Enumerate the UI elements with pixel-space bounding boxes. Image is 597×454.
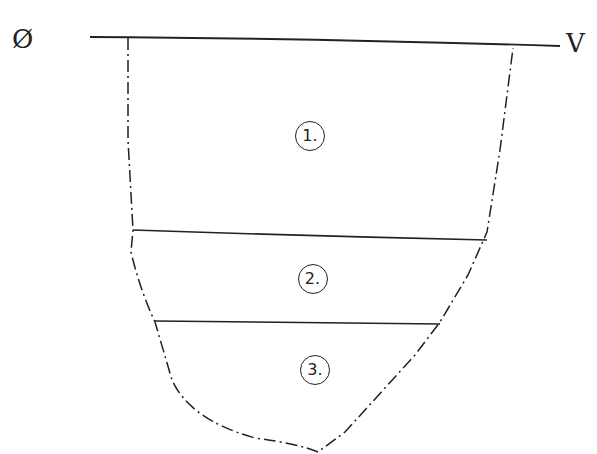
callout-number: 3. — [300, 355, 330, 385]
band-boundary — [133, 230, 487, 240]
direction-label: Ø — [12, 26, 33, 52]
dash-dot-outline — [128, 38, 513, 452]
callout-number: 1. — [295, 121, 325, 151]
soil-band: 3. — [195, 330, 435, 410]
soil-band: 1. — [145, 50, 475, 222]
soil-band: 2. — [165, 242, 460, 316]
surface-line — [90, 37, 560, 46]
band-boundary — [155, 321, 440, 324]
callout-number: 2. — [298, 264, 328, 294]
direction-label: V — [566, 30, 585, 56]
